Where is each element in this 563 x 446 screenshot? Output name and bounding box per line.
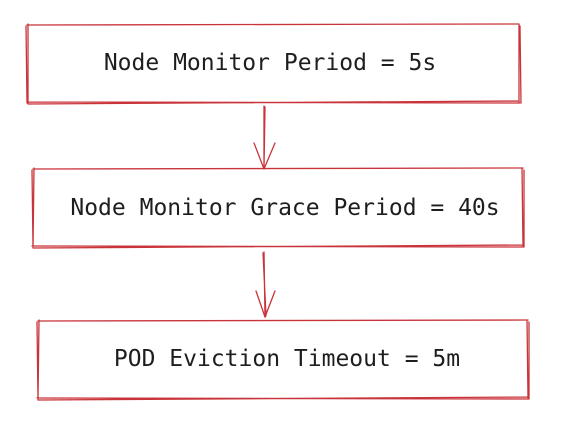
arrow-grace-to-eviction-shaft bbox=[262, 251, 267, 318]
pod-eviction-timeout-box: POD Eviction Timeout = 5m bbox=[36, 319, 530, 401]
arrow-grace-to-eviction-head bbox=[255, 290, 276, 318]
pod-eviction-timeout-box-outline bbox=[36, 319, 530, 401]
node-monitor-grace-period-box-outline bbox=[31, 167, 525, 249]
arrow-period-to-grace bbox=[253, 105, 276, 170]
node-monitor-period-box-outline bbox=[25, 23, 522, 105]
node-monitor-grace-period-box: Node Monitor Grace Period = 40s bbox=[31, 167, 525, 249]
node-monitor-grace-period-label: Node Monitor Grace Period = 40s bbox=[70, 195, 499, 221]
node-monitor-period-label: Node Monitor Period = 5s bbox=[104, 50, 436, 76]
node-monitor-period-box: Node Monitor Period = 5s bbox=[25, 23, 522, 105]
arrow-grace-to-eviction bbox=[255, 251, 276, 318]
arrow-period-to-grace-shaft bbox=[263, 105, 266, 170]
pod-eviction-timeout-label: POD Eviction Timeout = 5m bbox=[114, 346, 460, 372]
